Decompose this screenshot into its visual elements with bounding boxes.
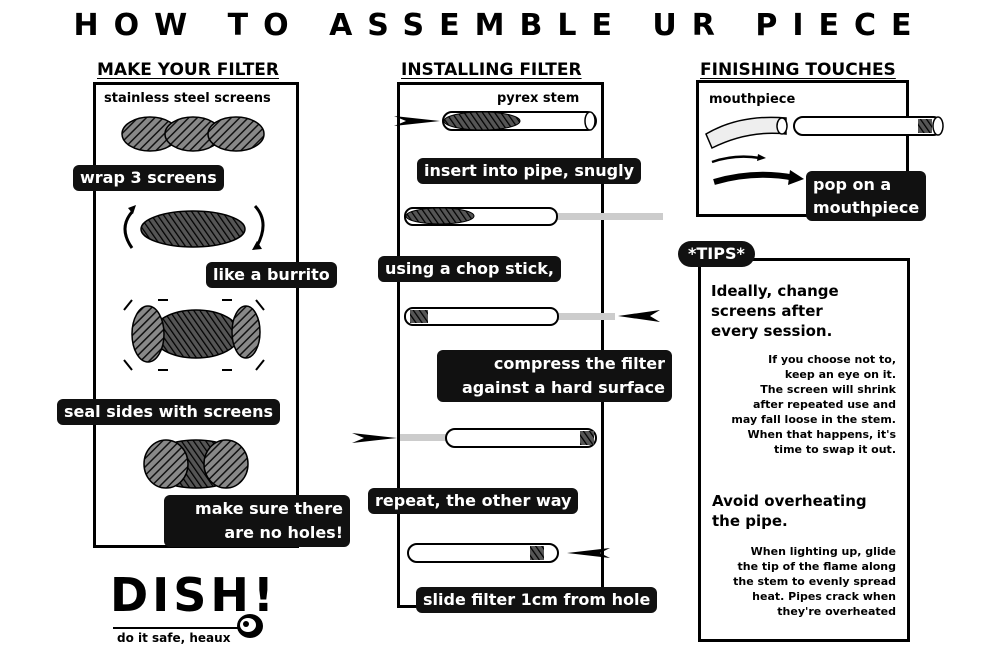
filter-heading: MAKE YOUR FILTER bbox=[97, 60, 280, 80]
stem-with-filter-3 bbox=[404, 307, 660, 326]
step-seal-sides: seal sides with screens bbox=[57, 399, 281, 425]
step-compress-line2: against a hard surface bbox=[461, 378, 665, 397]
stem-with-filter-1 bbox=[394, 111, 597, 131]
step-chop-stick: using a chop stick, bbox=[378, 256, 561, 282]
tip-2-heading: Avoid overheating the pipe. bbox=[712, 491, 867, 531]
tip-1-heading-line2: screens after bbox=[711, 302, 823, 320]
stem-with-filter-2 bbox=[404, 207, 663, 226]
tip-1-body-line3: The screen will shrink bbox=[760, 383, 896, 396]
tip-2-body-line3: the stem to evenly spread bbox=[733, 575, 896, 588]
finish-subheading: mouthpiece bbox=[709, 92, 796, 107]
step-like-burrito: like a burrito bbox=[206, 262, 337, 288]
three-screens-illustration bbox=[121, 116, 265, 152]
sealed-filter-illustration bbox=[123, 299, 265, 371]
tip-1-heading-line1: Ideally, change bbox=[711, 282, 839, 300]
step-no-holes-line1: make sure there bbox=[195, 499, 343, 518]
step-no-holes: make sure there are no holes! bbox=[164, 495, 350, 547]
tip-1-heading: Ideally, change screens after every sess… bbox=[711, 281, 839, 341]
step-compress: compress the filter against a hard surfa… bbox=[437, 350, 672, 402]
step-no-holes-line2: are no holes! bbox=[224, 523, 343, 542]
tip-1-body-line4: after repeated use and bbox=[752, 398, 896, 411]
step-slide-filter: slide filter 1cm from hole bbox=[416, 587, 658, 613]
tips-label: *TIPS* bbox=[678, 241, 755, 267]
tip-2-body-line2: the tip of the flame along bbox=[737, 560, 896, 573]
step-insert-pipe: insert into pipe, snugly bbox=[417, 158, 642, 184]
finished-filter-illustration bbox=[143, 439, 249, 489]
tip-2-body-line4: heat. Pipes crack when bbox=[752, 590, 896, 603]
tip-1-body-line6: When that happens, it's bbox=[747, 428, 896, 441]
tip-2-body-line5: they're overheated bbox=[777, 605, 896, 618]
step-compress-line1: compress the filter bbox=[493, 354, 665, 373]
tip-2-body: When lighting up, glide the tip of the f… bbox=[706, 544, 896, 619]
step-repeat: repeat, the other way bbox=[368, 488, 579, 514]
logo-mark bbox=[113, 614, 263, 638]
step-mouthpiece-line2: mouthpiece bbox=[813, 198, 920, 217]
stem-with-filter-5 bbox=[407, 543, 610, 563]
tip-1-heading-line3: every session. bbox=[711, 322, 833, 340]
tip-1-body-line2: keep an eye on it. bbox=[784, 368, 896, 381]
tip-1-body-line7: time to swap it out. bbox=[774, 443, 896, 456]
mouthpiece-illustration bbox=[705, 116, 944, 185]
step-wrap-screens: wrap 3 screens bbox=[73, 165, 224, 191]
tip-1-body: If you choose not to, keep an eye on it.… bbox=[706, 352, 896, 457]
install-subheading: pyrex stem bbox=[497, 91, 580, 106]
tip-2-body-line1: When lighting up, glide bbox=[750, 545, 896, 558]
page-title: HOW TO ASSEMBLE UR PIECE bbox=[73, 8, 927, 43]
logo-wordmark: DISH! bbox=[110, 568, 278, 622]
step-mouthpiece: pop on a mouthpiece bbox=[806, 171, 927, 221]
filter-subheading: stainless steel screens bbox=[104, 91, 271, 106]
stem-with-filter-4 bbox=[352, 428, 597, 448]
tips-panel bbox=[698, 258, 910, 642]
tip-1-body-line5: may fall loose in the stem. bbox=[731, 413, 896, 426]
finish-heading: FINISHING TOUCHES bbox=[700, 60, 896, 80]
logo-tagline: do it safe, heaux bbox=[117, 631, 231, 645]
tip-1-body-line1: If you choose not to, bbox=[768, 353, 896, 366]
tip-2-heading-line1: Avoid overheating bbox=[712, 492, 867, 510]
install-heading: INSTALLING FILTER bbox=[401, 60, 582, 80]
tip-2-heading-line2: the pipe. bbox=[712, 512, 788, 530]
step-mouthpiece-line1: pop on a bbox=[813, 175, 892, 194]
rolled-screen-illustration bbox=[123, 204, 265, 250]
